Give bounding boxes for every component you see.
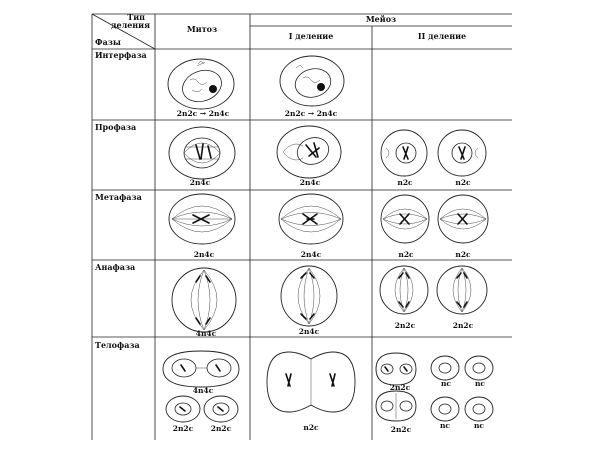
prophase-meiosis1-label: 2n4c	[300, 178, 321, 187]
phase-prophase: Профаза	[95, 122, 136, 132]
telophase-meiosis2-label-nc2: nc	[475, 379, 485, 388]
metaphase-mitosis-cell	[168, 193, 236, 245]
phase-anaphase: Анафаза	[95, 262, 135, 272]
telophase-meiosis2-nc-cell-2	[464, 355, 494, 381]
telophase-mitosis-daughter-a	[165, 395, 201, 423]
anaphase-mitosis-label: 4n4c	[196, 329, 217, 338]
metaphase-meiosis2-label-b: n2c	[455, 250, 471, 259]
anaphase-meiosis1-label: 2n4c	[299, 327, 320, 336]
metaphase-mitosis-label: 2n4c	[194, 250, 215, 259]
metaphase-meiosis2-cell-a	[380, 194, 430, 244]
anaphase-meiosis2-label-a: 2n2c	[395, 321, 416, 330]
telophase-mitosis-label-b: 2n2c	[211, 424, 232, 433]
division1-header: I деление	[289, 31, 334, 41]
prophase-meiosis2-cell-a	[380, 129, 428, 177]
mitosis-header: Митоз	[187, 24, 217, 34]
telophase-mitosis-dividing-cell	[162, 350, 240, 388]
telophase-meiosis2-dividing-cell-bottom	[375, 390, 417, 422]
telophase-mitosis-daughter-b	[203, 395, 239, 423]
anaphase-meiosis2-cell-a	[379, 265, 429, 315]
division2-header: II деление	[418, 31, 466, 41]
metaphase-meiosis1-cell	[278, 193, 344, 245]
telophase-meiosis2-label-nc1: nc	[441, 379, 451, 388]
telophase-meiosis2-label-nc3: nc	[440, 421, 450, 430]
prophase-mitosis-cell	[168, 126, 236, 180]
telophase-mitosis-label-top: 4n4c	[193, 386, 214, 395]
telophase-meiosis2-label-top: 2n2c	[390, 383, 411, 392]
phase-interphase: Интерфаза	[95, 50, 147, 60]
telophase-meiosis2-label-nc4: nc	[474, 421, 484, 430]
prophase-meiosis2-label-a: n2c	[397, 178, 413, 187]
meiosis-header: Мейоз	[366, 14, 396, 24]
metaphase-meiosis1-label: 2n4c	[301, 250, 322, 259]
anaphase-meiosis1-cell	[280, 265, 338, 327]
prophase-meiosis1-cell	[276, 125, 342, 179]
interphase-mitosis-cell	[167, 58, 235, 110]
prophase-meiosis2-cell-b	[437, 129, 487, 177]
corner-top-label: Тип	[127, 12, 145, 22]
interphase-mitosis-label: 2n2c → 2n4c	[177, 109, 230, 118]
interphase-meiosis1-cell	[279, 55, 345, 107]
phase-metaphase: Метафаза	[95, 192, 142, 202]
telophase-meiosis1-label: n2c	[303, 423, 319, 432]
corner-top-label-2: деления	[111, 20, 150, 30]
prophase-mitosis-label: 2n4c	[190, 178, 211, 187]
anaphase-meiosis2-cell-b	[436, 265, 488, 315]
telophase-meiosis2-nc-cell-3	[430, 396, 460, 422]
telophase-meiosis2-dividing-cell-top	[375, 352, 417, 386]
anaphase-mitosis-cell	[171, 267, 237, 333]
corner-bottom-label: Фазы	[95, 37, 121, 47]
prophase-meiosis2-label-b: n2c	[455, 178, 471, 187]
interphase-meiosis1-label: 2n2c → 2n4c	[285, 109, 338, 118]
metaphase-meiosis2-cell-b	[437, 194, 489, 244]
telophase-meiosis2-nc-cell-4	[464, 396, 494, 422]
table-grid	[91, 13, 512, 440]
metaphase-meiosis2-label-a: n2c	[398, 250, 414, 259]
corner-diagonal	[91, 13, 156, 50]
telophase-mitosis-label-a: 2n2c	[173, 424, 194, 433]
telophase-meiosis2-label-mid: 2n2c	[391, 425, 412, 434]
phase-telophase: Телофаза	[95, 340, 140, 350]
anaphase-meiosis2-label-b: 2n2c	[453, 321, 474, 330]
telophase-meiosis2-nc-cell-1	[430, 355, 460, 381]
telophase-meiosis1-cell	[266, 351, 356, 413]
